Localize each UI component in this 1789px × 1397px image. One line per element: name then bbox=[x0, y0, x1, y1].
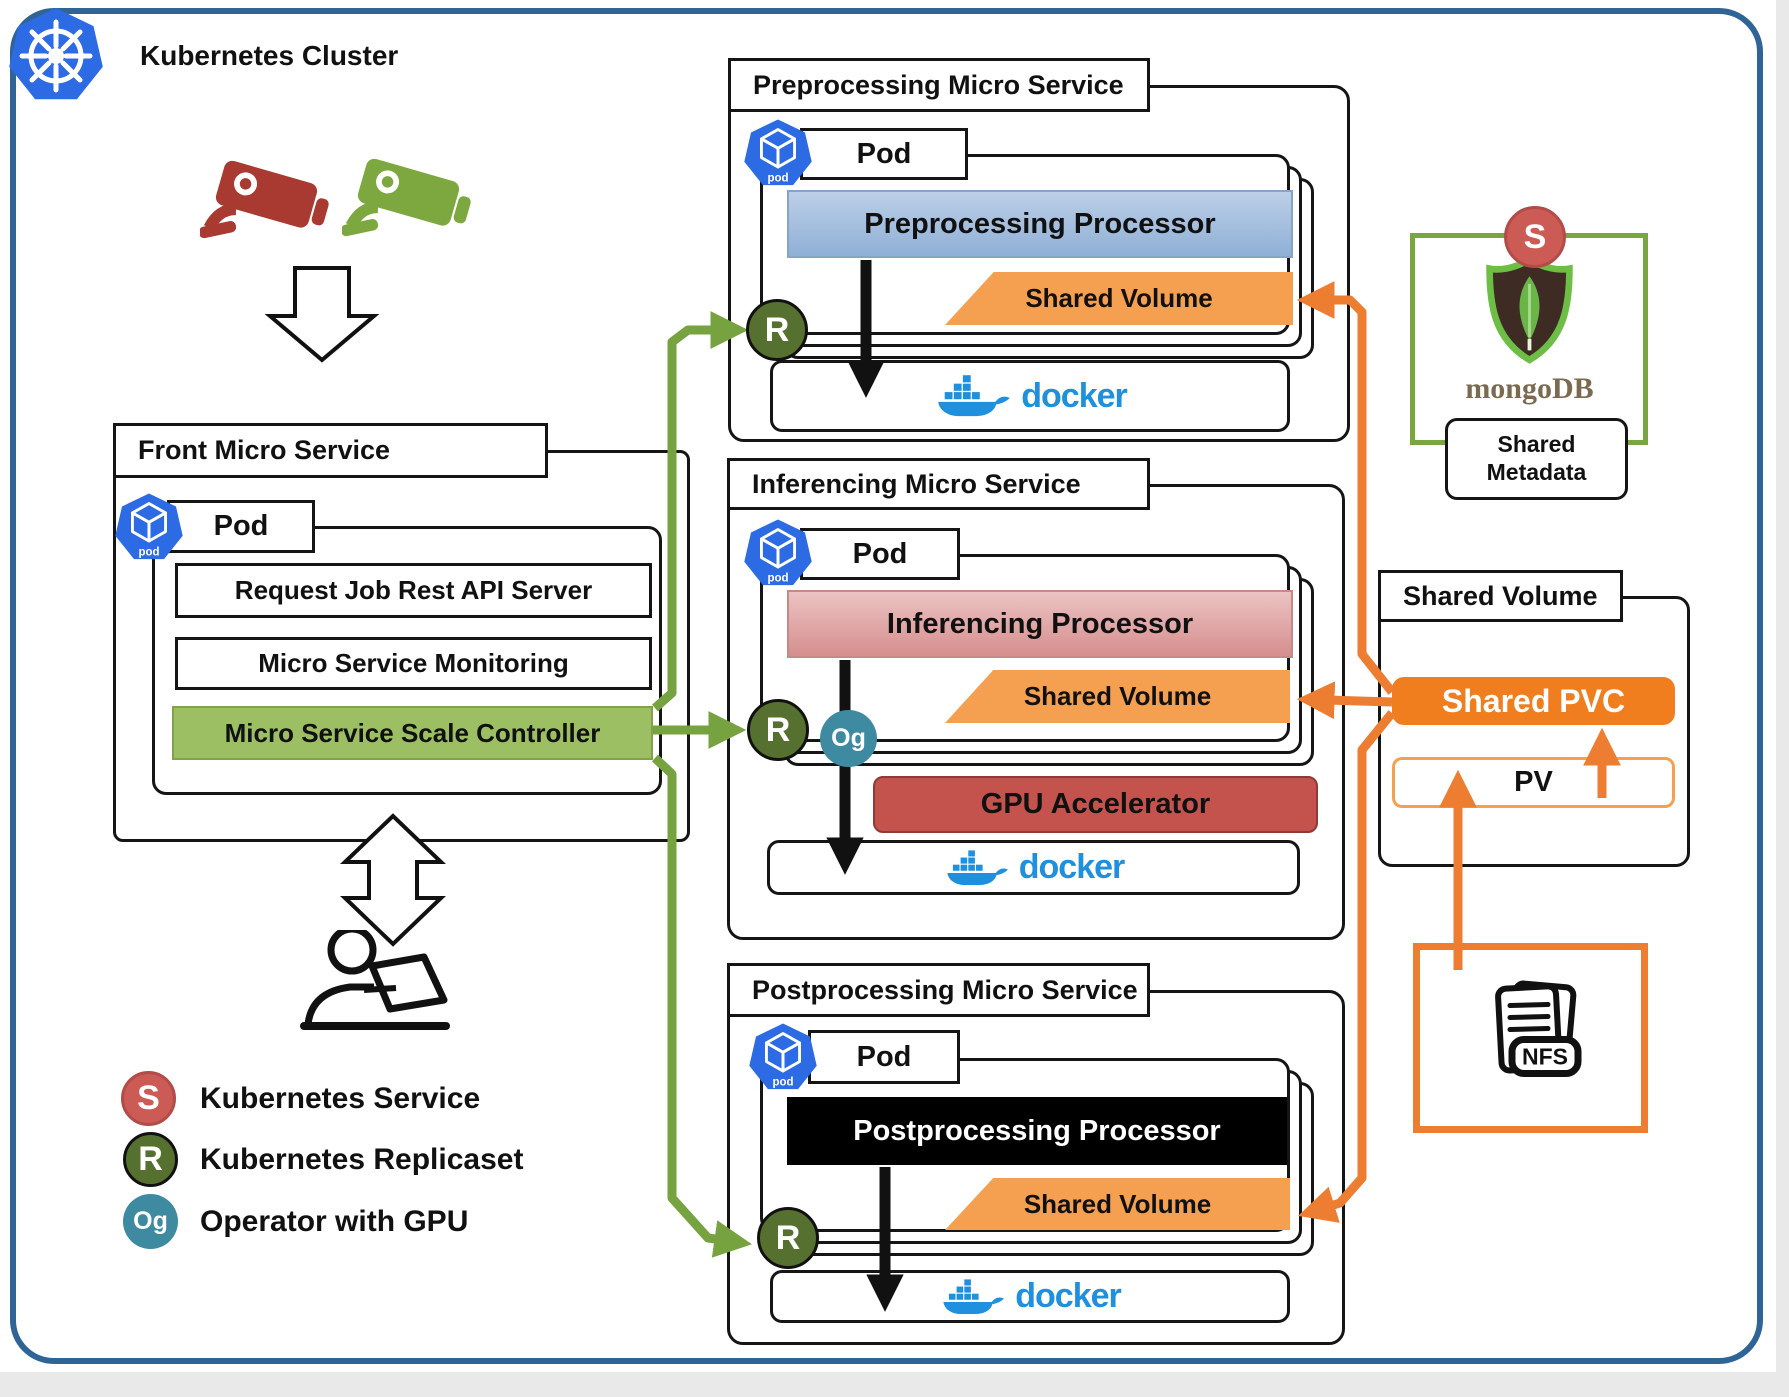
postprocessing-title: Postprocessing Micro Service bbox=[752, 974, 1138, 1005]
legend-service-badge: S bbox=[121, 1071, 176, 1126]
camera-red-icon bbox=[200, 160, 329, 239]
inferencing-docker-box: docker bbox=[767, 840, 1300, 895]
pv-box: PV bbox=[1392, 757, 1675, 808]
storage-title-tab: Shared Volume bbox=[1378, 570, 1623, 622]
front-service-title: Front Micro Service bbox=[138, 435, 391, 465]
cameras-to-front-arrow bbox=[264, 266, 380, 363]
front-service-title-tab: Front Micro Service bbox=[113, 423, 548, 478]
storage-panel-box bbox=[1378, 596, 1690, 867]
page-edge-bottom bbox=[0, 1372, 1789, 1397]
inferencing-operator-badge: Og bbox=[820, 710, 877, 767]
postprocessing-pod-icon-label: pod bbox=[772, 1076, 793, 1088]
preprocessing-pod-icon: pod bbox=[744, 119, 812, 186]
inferencing-pod-tab: Pod bbox=[800, 528, 960, 580]
inferencing-docker-word: docker bbox=[1018, 848, 1125, 886]
front-pod-label: Pod bbox=[213, 510, 269, 542]
front-item-monitoring: Micro Service Monitoring bbox=[175, 637, 652, 690]
front-pod-icon-label: pod bbox=[138, 546, 159, 558]
postprocessing-replicaset-badge: R bbox=[757, 1207, 819, 1269]
camera-green-icon bbox=[342, 158, 471, 237]
docker-whale-icon bbox=[947, 849, 1008, 885]
front-pod-icon: pod bbox=[115, 493, 183, 560]
postprocessing-pod-tab: Pod bbox=[808, 1030, 960, 1084]
inferencing-title-tab: Inferencing Micro Service bbox=[727, 458, 1150, 510]
postprocessing-title-tab: Postprocessing Micro Service bbox=[727, 963, 1150, 1017]
preprocessing-pod-icon-label: pod bbox=[767, 172, 788, 184]
inferencing-pod-icon-label: pod bbox=[767, 572, 788, 584]
legend-service-label: Kubernetes Service bbox=[200, 1081, 481, 1115]
legend-replicaset-label: Kubernetes Replicaset bbox=[200, 1142, 524, 1176]
postprocessing-docker-box: docker bbox=[770, 1270, 1290, 1323]
mongodb-service-badge: S bbox=[1504, 206, 1566, 268]
nfs-icon: NFS bbox=[1495, 980, 1582, 1077]
preprocessing-docker-box: docker bbox=[770, 360, 1290, 432]
inferencing-processor: Inferencing Processor bbox=[787, 590, 1293, 658]
preprocessing-title-tab: Preprocessing Micro Service bbox=[728, 58, 1150, 112]
inferencing-shared-volume: Shared Volume bbox=[945, 670, 1290, 723]
shared-metadata-box: Shared Metadata bbox=[1445, 418, 1628, 500]
shared-pvc-box: Shared PVC bbox=[1392, 677, 1675, 725]
docker-whale-icon bbox=[943, 1278, 1005, 1314]
postprocessing-shared-volume: Shared Volume bbox=[945, 1178, 1290, 1230]
cluster-boundary bbox=[10, 8, 1763, 1364]
mongodb-shield-icon bbox=[1486, 255, 1573, 364]
postprocessing-processor: Postprocessing Processor bbox=[787, 1097, 1287, 1165]
preprocessing-pod-label: Pod bbox=[856, 137, 912, 170]
legend-operator-badge: Og bbox=[123, 1194, 178, 1249]
legend-replicaset-badge: R bbox=[123, 1132, 178, 1187]
docker-whale-icon bbox=[938, 375, 1010, 417]
preprocessing-shared-volume: Shared Volume bbox=[945, 272, 1293, 325]
preprocessing-title: Preprocessing Micro Service bbox=[753, 69, 1124, 100]
preprocessing-replicaset-badge: R bbox=[746, 299, 808, 361]
preprocessing-pod-tab: Pod bbox=[800, 128, 968, 180]
inferencing-pod-label: Pod bbox=[852, 537, 908, 570]
shared-metadata-line2: Metadata bbox=[1486, 459, 1587, 485]
front-pod-tab: Pod bbox=[167, 500, 315, 553]
page-edge-right bbox=[1776, 0, 1789, 1397]
inferencing-gpu-accelerator: GPU Accelerator bbox=[873, 776, 1318, 833]
preprocessing-docker-word: docker bbox=[1021, 376, 1127, 415]
kubernetes-logo-icon bbox=[9, 8, 103, 100]
inferencing-pod-icon: pod bbox=[744, 519, 812, 586]
front-item-api-server: Request Job Rest API Server bbox=[175, 563, 652, 618]
mongodb-wordmark: mongoDB bbox=[1465, 372, 1594, 405]
shared-metadata-line1: Shared bbox=[1497, 431, 1576, 458]
nfs-icon-label: NFS bbox=[1522, 1044, 1568, 1070]
user-icon bbox=[300, 930, 450, 1030]
page-title: Kubernetes Cluster bbox=[140, 40, 399, 71]
legend-operator-label: Operator with GPU bbox=[200, 1204, 469, 1238]
front-item-scale-controller: Micro Service Scale Controller bbox=[172, 706, 653, 760]
preprocessing-processor: Preprocessing Processor bbox=[787, 190, 1293, 258]
storage-title: Shared Volume bbox=[1403, 580, 1598, 611]
inferencing-replicaset-badge: R bbox=[747, 699, 809, 761]
front-user-double-arrow bbox=[340, 813, 446, 947]
postprocessing-docker-word: docker bbox=[1015, 1277, 1121, 1315]
postprocessing-pod-icon: pod bbox=[749, 1023, 817, 1090]
postprocessing-pod-label: Pod bbox=[856, 1040, 912, 1073]
inferencing-title: Inferencing Micro Service bbox=[752, 468, 1081, 499]
